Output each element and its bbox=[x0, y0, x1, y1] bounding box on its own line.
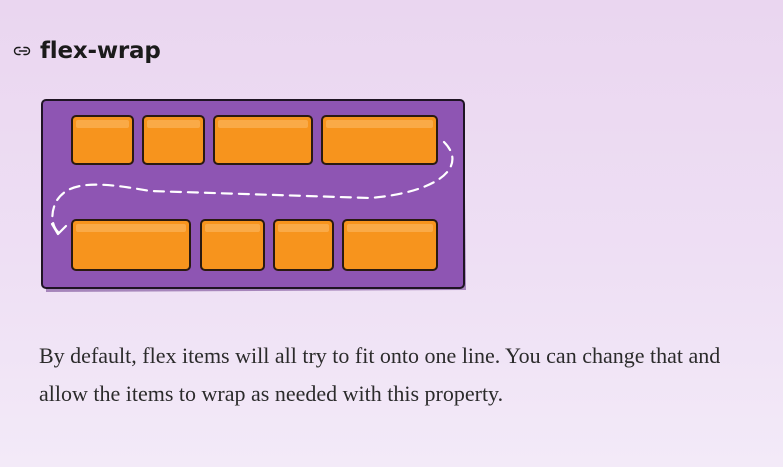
link-icon[interactable] bbox=[12, 42, 36, 60]
flex-item bbox=[273, 219, 334, 271]
wrap-arrow bbox=[51, 140, 454, 234]
row-1-items bbox=[71, 115, 438, 165]
row-2-items bbox=[71, 219, 438, 271]
description-text: By default, flex items will all try to f… bbox=[39, 343, 721, 406]
flex-item bbox=[200, 219, 265, 271]
flex-item bbox=[342, 219, 438, 271]
section-heading: flex-wrap bbox=[12, 36, 161, 66]
flex-wrap-diagram bbox=[40, 96, 472, 296]
section-title: flex-wrap bbox=[40, 38, 161, 64]
flex-item bbox=[71, 219, 191, 271]
